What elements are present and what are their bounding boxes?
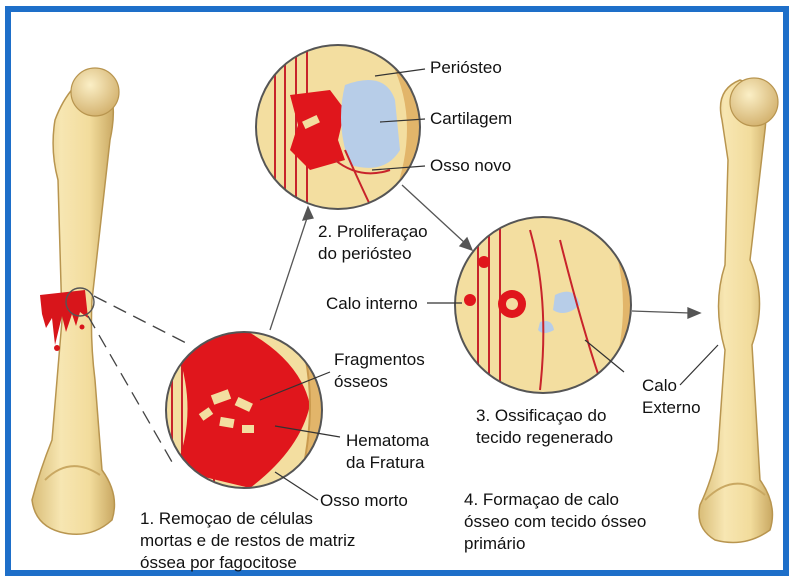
label-hematoma-line2: da Fratura xyxy=(346,453,424,473)
label-step1-line2: mortas e de restos de matriz xyxy=(140,531,355,551)
label-step1-line1: 1. Remoçao de células xyxy=(140,509,313,529)
stage1-detail-circle xyxy=(160,325,330,495)
label-periosteo: Periósteo xyxy=(430,58,502,78)
stage2-detail-circle xyxy=(250,40,430,220)
right-femur-illustration xyxy=(699,78,778,542)
label-hematoma-line1: Hematoma xyxy=(346,431,429,451)
label-calo-externo-line1: Calo xyxy=(642,376,677,396)
label-cartilagem: Cartilagem xyxy=(430,109,512,129)
left-femur-illustration xyxy=(32,68,119,534)
label-step3-line1: 3. Ossificaçao do xyxy=(476,406,606,426)
stage3-detail-circle xyxy=(450,210,640,400)
label-step1-line3: óssea por fagocitose xyxy=(140,553,297,573)
label-step2-line2: do periósteo xyxy=(318,244,412,264)
label-calo-externo-line2: Externo xyxy=(642,398,701,418)
label-osso-morto: Osso morto xyxy=(320,491,408,511)
label-fragmentos-line2: ósseos xyxy=(334,372,388,392)
label-step4-line2: ósseo com tecido ósseo xyxy=(464,512,646,532)
label-step3-line2: tecido regenerado xyxy=(476,428,613,448)
label-step4-line1: 4. Formaçao de calo xyxy=(464,490,619,510)
label-calo-interno: Calo interno xyxy=(326,294,418,314)
label-fragmentos-line1: Fragmentos xyxy=(334,350,425,370)
label-step2-line1: 2. Proliferaçao xyxy=(318,222,428,242)
label-osso-novo: Osso novo xyxy=(430,156,511,176)
label-step4-line3: primário xyxy=(464,534,525,554)
